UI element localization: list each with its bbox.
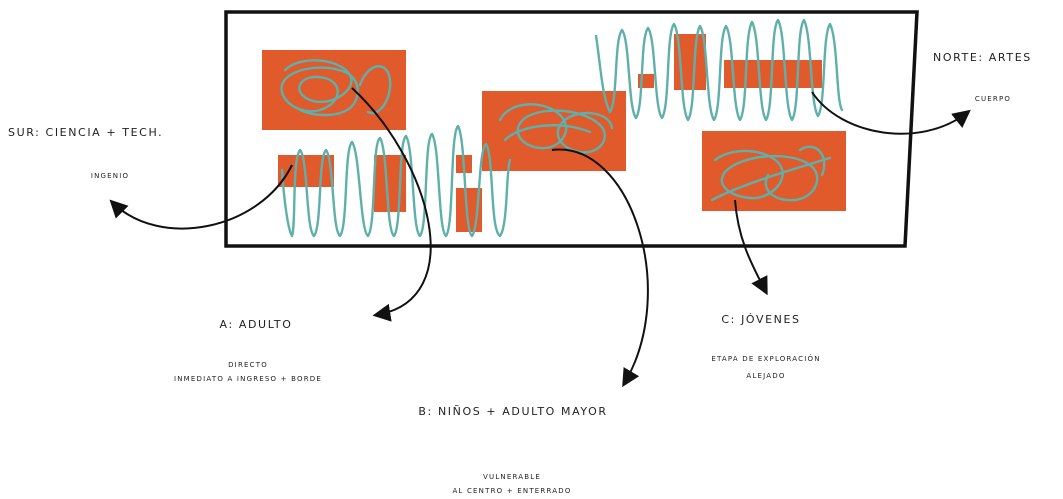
scribble-b — [498, 103, 614, 154]
label-sur-sub: INGENIO — [90, 172, 130, 180]
label-a-line2: INMEDIATO A INGRESO + BORDE — [173, 375, 323, 383]
scribble-c — [710, 145, 832, 202]
arrow-sur — [109, 164, 293, 230]
label-norte-sub: CUERPO — [974, 95, 1012, 103]
label-c-line2: ALEJADO — [746, 372, 786, 380]
arrow-b — [551, 148, 649, 388]
arrow-a — [351, 87, 432, 322]
label-b-line1: VULNERABLE — [483, 473, 541, 481]
label-b-title: B: NIÑOS + ADULTO MAYOR — [418, 405, 608, 418]
label-norte-title: NORTE: ARTES — [933, 51, 1032, 64]
arrow-norte — [811, 91, 971, 135]
arrow-c — [734, 199, 768, 296]
scribble-south — [280, 124, 512, 238]
label-b-line2: AL CENTRO + ENTERRADO — [452, 487, 572, 495]
scribble-north — [594, 18, 844, 122]
label-c-title: C: JÓVENES — [721, 313, 801, 326]
label-a-line1: DIRECTO — [228, 361, 268, 369]
zone-block-a — [262, 50, 406, 130]
label-a-title: A: ADULTO — [219, 318, 293, 331]
label-c-line1: ETAPA DE EXPLORACIÓN — [711, 355, 821, 363]
zone-block-b — [482, 91, 626, 171]
scribble-strokes — [280, 18, 844, 238]
label-sur-title: SUR: CIENCIA + TECH. — [8, 126, 164, 139]
site-outline — [224, 10, 919, 248]
arrows — [109, 87, 971, 388]
